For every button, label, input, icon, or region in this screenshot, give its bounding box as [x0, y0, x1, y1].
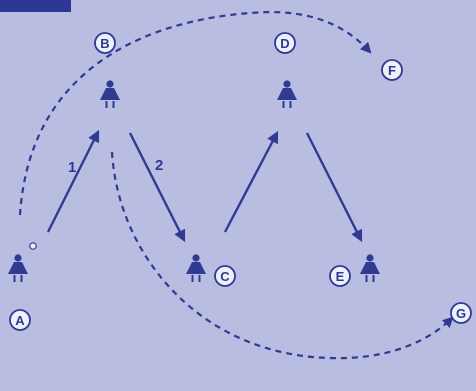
- player-icon: [100, 80, 120, 108]
- node-a: A: [9, 309, 31, 331]
- pass-label-1: 1: [68, 159, 76, 176]
- player-icon: [186, 254, 206, 282]
- node-f: F: [381, 59, 403, 81]
- node-label-b: B: [100, 36, 109, 51]
- node-label-d: D: [280, 36, 289, 51]
- node-label-g: G: [456, 306, 466, 321]
- node-g: G: [450, 302, 472, 324]
- node-label-e: E: [336, 269, 345, 284]
- pass-a-to-b: [46, 129, 100, 233]
- pass-c-to-d: [223, 130, 279, 233]
- node-c: C: [214, 265, 236, 287]
- player-icon: [360, 254, 380, 282]
- player-icon: [8, 254, 28, 282]
- pass-label-2: 2: [155, 157, 163, 174]
- node-e: E: [329, 265, 351, 287]
- node-label-c: C: [220, 269, 230, 284]
- dashed-run-b-to-g: [110, 151, 454, 360]
- pass-d-to-e: [305, 132, 363, 243]
- node-d: D: [274, 32, 296, 54]
- ball-icon: [29, 242, 37, 250]
- player-icon: [277, 80, 297, 108]
- pass-b-to-c: [128, 132, 186, 243]
- node-label-a: A: [15, 313, 25, 328]
- node-b: B: [94, 32, 116, 54]
- corner-block: [0, 0, 71, 12]
- node-label-f: F: [388, 63, 396, 78]
